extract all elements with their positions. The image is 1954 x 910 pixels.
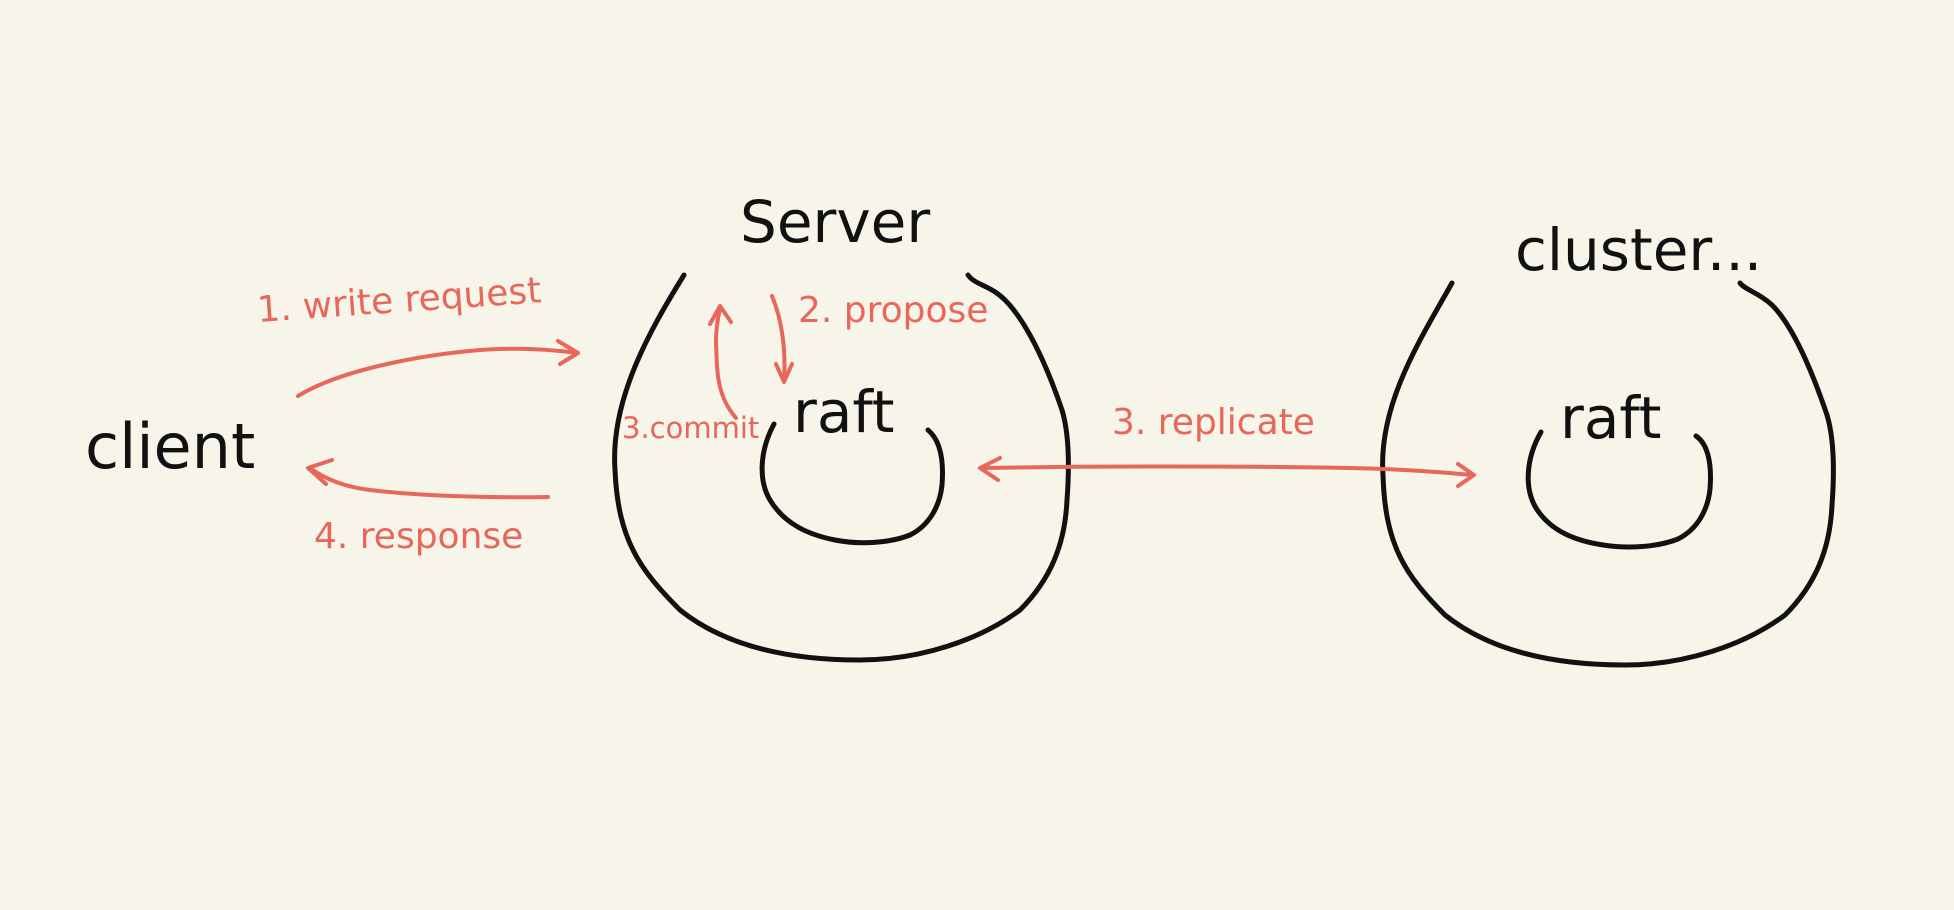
commit-arrowhead [708, 304, 733, 326]
cluster-raft-container [1525, 429, 1713, 550]
cluster-outer-container [1380, 280, 1836, 668]
response-label: 4. response [314, 516, 523, 557]
commit-label: 3.commit [622, 411, 759, 445]
replicate-right-arrowhead [1456, 462, 1476, 488]
cluster-title: cluster... [1515, 216, 1762, 284]
commit-arrow [714, 306, 738, 420]
propose-arrow [770, 294, 787, 382]
server-outer-container [612, 272, 1071, 663]
replicate-label: 3. replicate [1112, 402, 1315, 443]
write-request-label: 1. write request [256, 270, 543, 331]
client-label: client [85, 410, 255, 483]
server-title: Server [740, 188, 930, 256]
replicate-arrow [980, 464, 1474, 477]
response-arrow [308, 466, 550, 500]
server-raft-label: raft [793, 378, 895, 446]
write-request-arrow [296, 346, 580, 398]
cluster-raft-label: raft [1560, 384, 1662, 452]
response-arrowhead [306, 458, 334, 486]
replicate-left-arrowhead [978, 456, 1002, 482]
write-request-arrowhead [556, 339, 580, 366]
server-raft-container [759, 421, 945, 546]
propose-arrowhead [774, 362, 794, 384]
propose-label: 2. propose [798, 290, 988, 331]
